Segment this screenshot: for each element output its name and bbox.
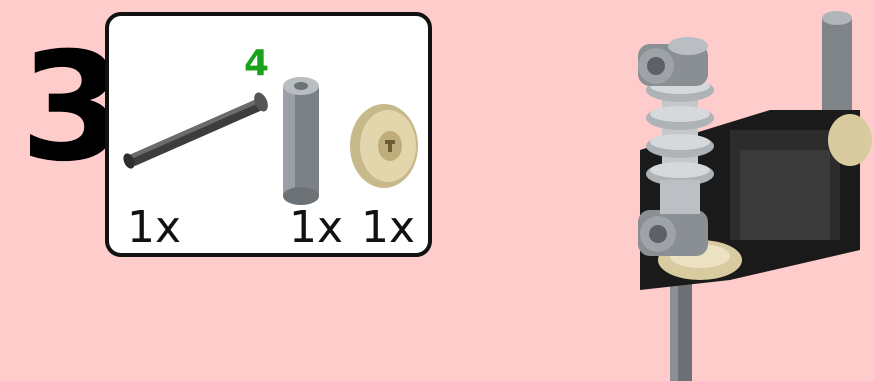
bevel-gear-quantity: 1x — [361, 204, 415, 252]
step-number: 3 — [20, 28, 88, 188]
axle-part-image — [121, 90, 270, 170]
axle-quantity: 1x — [127, 204, 181, 252]
assembly-illustration — [600, 0, 874, 381]
bevel-gear-part-image — [350, 104, 418, 188]
top-connector — [638, 37, 708, 86]
pin-connector-quantity: 1x — [289, 204, 343, 252]
pin-connector-part-image — [283, 77, 319, 205]
parts-list-box: 4 1x 1x 1x — [105, 12, 432, 257]
bevel-gear-right — [828, 114, 872, 166]
axle-length-label: 4 — [244, 44, 269, 84]
